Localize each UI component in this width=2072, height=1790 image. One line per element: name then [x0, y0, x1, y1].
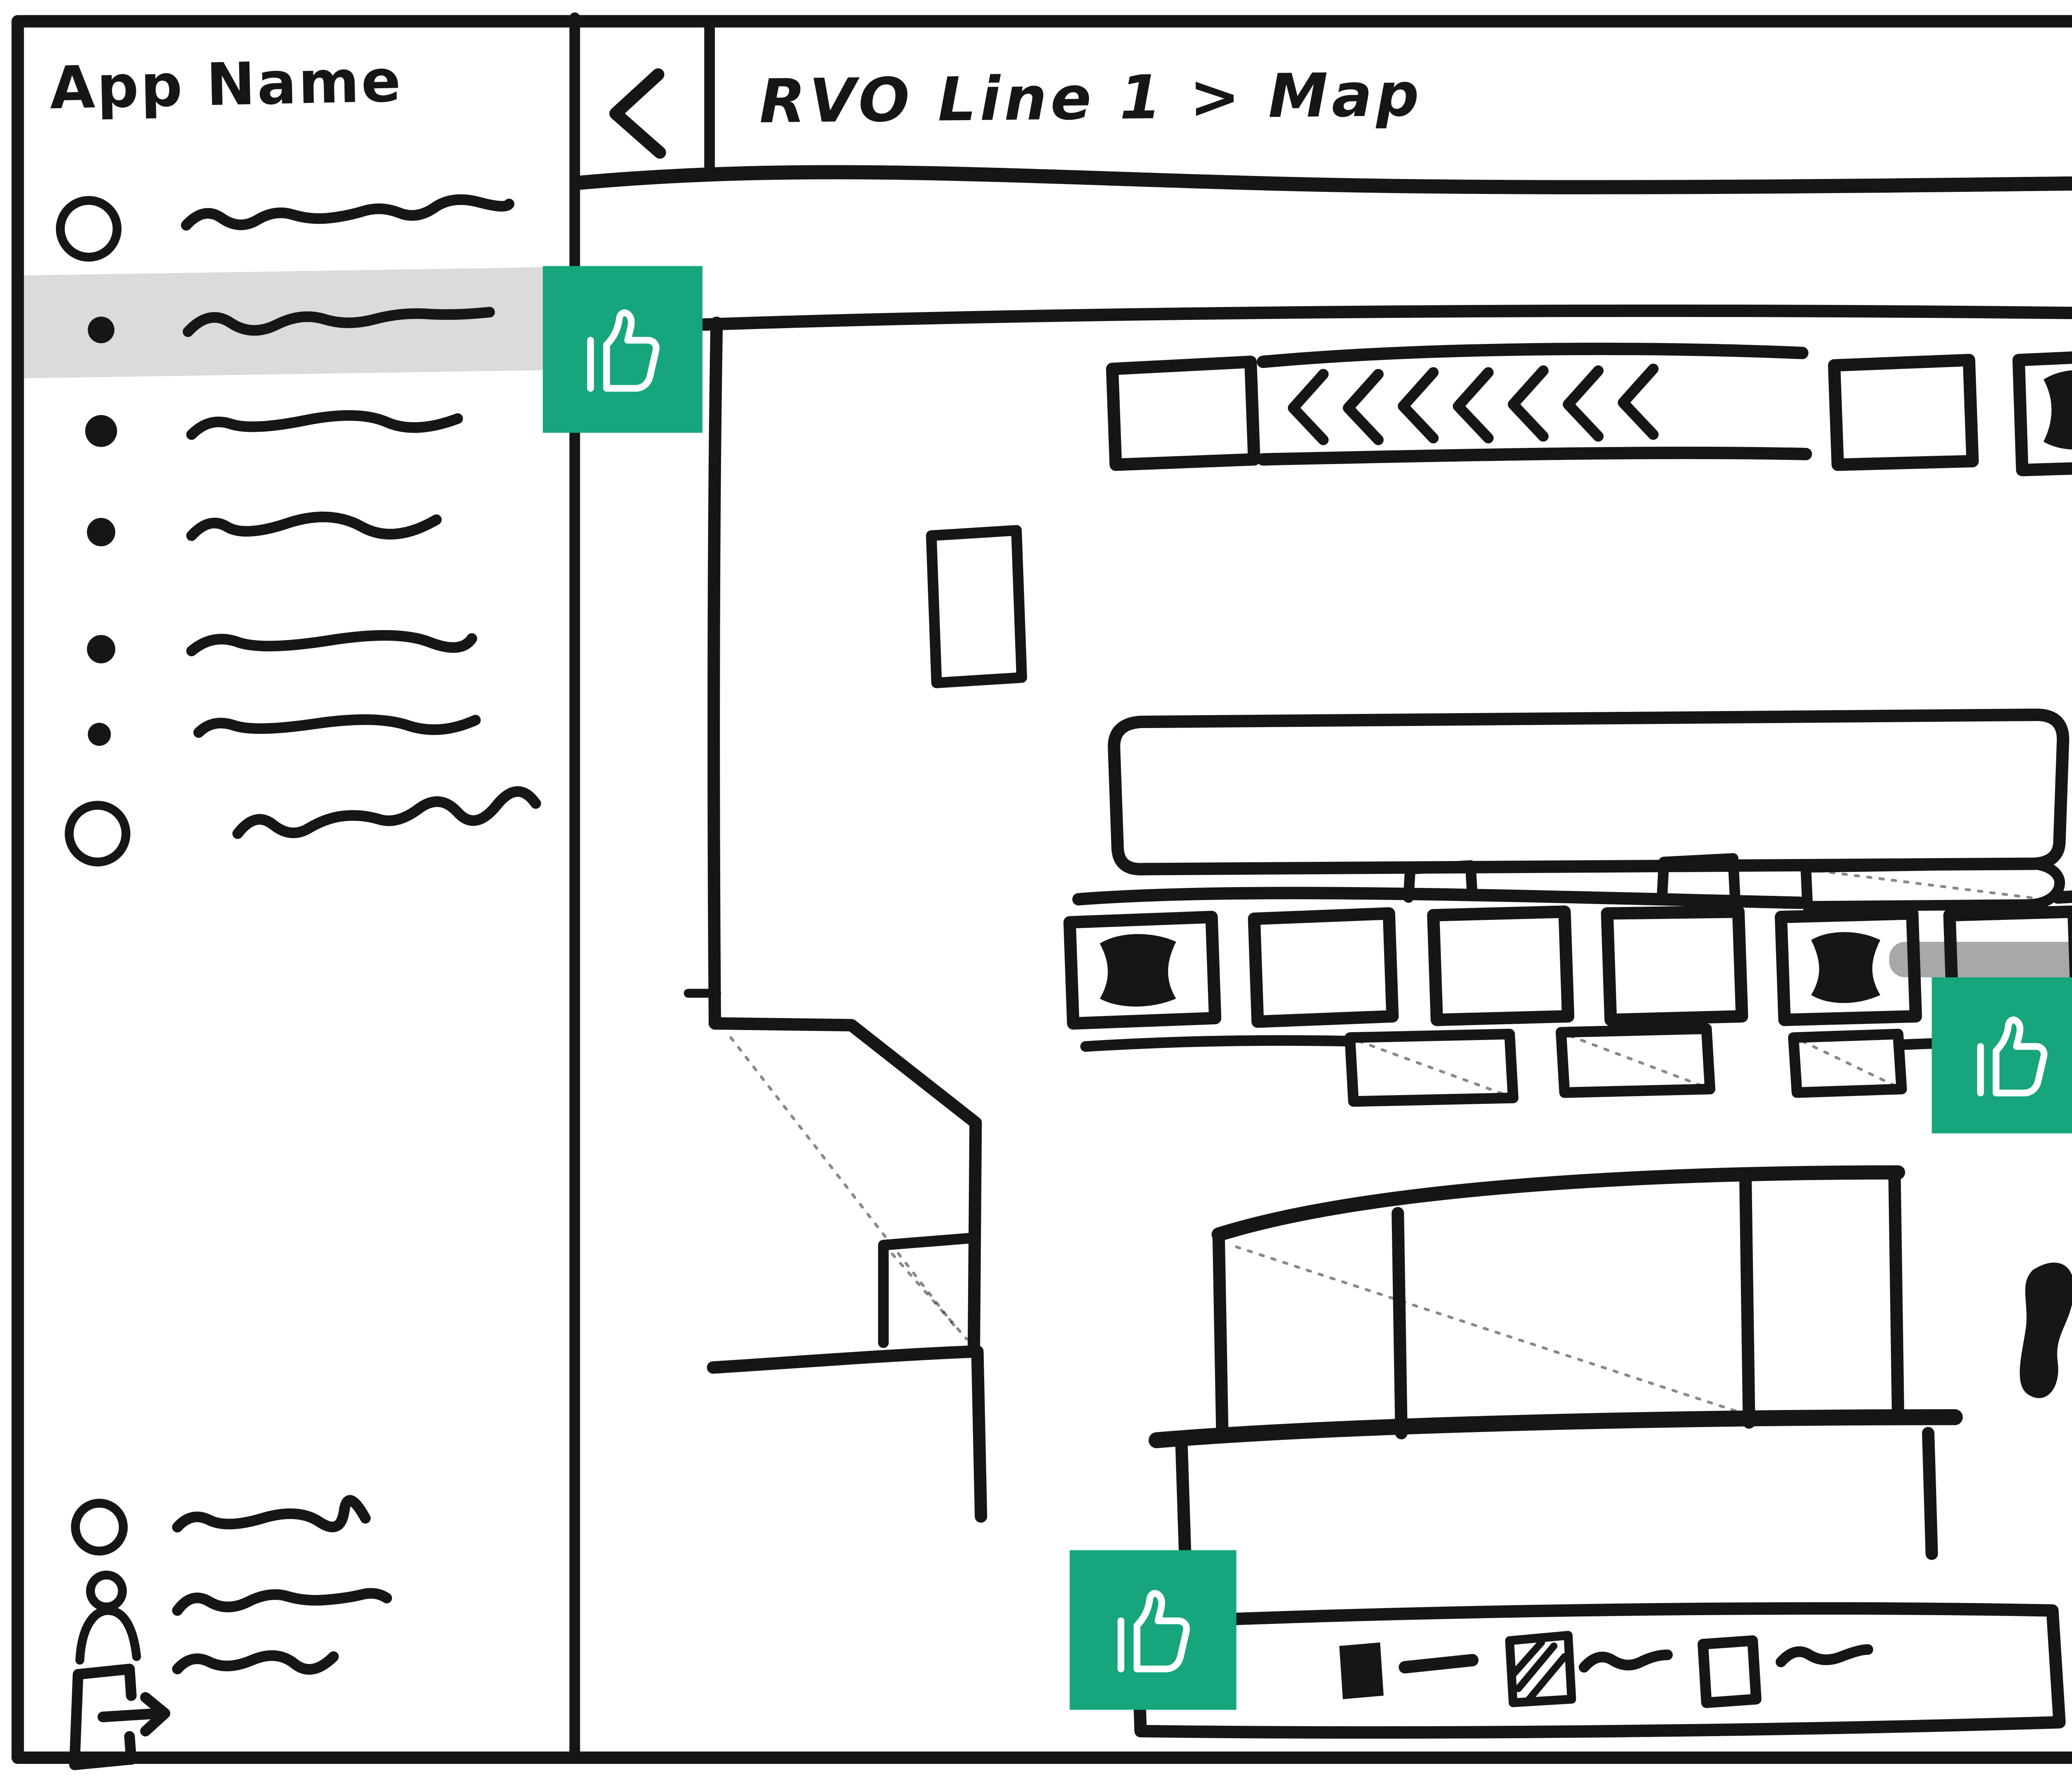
sidebar-item-2-selected[interactable]: [87, 312, 490, 343]
dot-icon: [87, 635, 116, 663]
annotation-badge-map-booth[interactable]: [1932, 977, 2072, 1134]
breadcrumb: RVO Line 1 > Map: [759, 60, 1423, 138]
legend-label-line: [1781, 1650, 1868, 1662]
annotation-badge-legend[interactable]: [1070, 1550, 1237, 1710]
small-square-room: [931, 530, 1021, 683]
logout-icon: [75, 1669, 165, 1765]
sidebar-item-7[interactable]: [69, 791, 536, 862]
legend-item-filled-icon: [1339, 1642, 1384, 1699]
thumbs-up-icon: [568, 291, 678, 408]
seating-structure: [1157, 1172, 1955, 1553]
sidebar-item-3[interactable]: [85, 415, 457, 447]
map-top-wall: [702, 311, 2072, 324]
platform-box-right: [1834, 360, 1973, 465]
escalator-chevrons-icon: [1293, 369, 1653, 440]
topbar-bottom-border: [580, 172, 2072, 187]
platform-box-left: [1112, 362, 1254, 464]
door-tab-1: [1409, 866, 1472, 897]
sidebar-item-5[interactable]: [87, 635, 472, 663]
app-name: App Name: [49, 46, 404, 123]
booth-2[interactable]: [1254, 914, 1392, 1022]
dotted-booth-1: [1350, 1034, 1513, 1102]
sidebar-item-6[interactable]: [87, 720, 475, 746]
dot-icon: [85, 415, 117, 447]
sidebar-footer-item-2[interactable]: [80, 1575, 387, 1660]
thumbs-up-icon: [1098, 1575, 1208, 1685]
booth-5[interactable]: [1781, 914, 1916, 1020]
ramp-strip: [1806, 864, 2060, 907]
map-canvas[interactable]: [688, 311, 2072, 1732]
below-line-left: [1086, 1040, 1348, 1046]
legend-item-outline-icon: [1703, 1641, 1756, 1703]
circle-icon: [75, 1503, 123, 1551]
dot-icon: [87, 317, 115, 343]
legend-label-line: [1405, 1660, 1472, 1667]
sidebar-footer-item-1[interactable]: [75, 1500, 366, 1551]
chevron-left-icon: [615, 75, 660, 152]
map-legend-bar: [1137, 1609, 2060, 1732]
side-room: [713, 1023, 981, 1517]
pillar: [2019, 1263, 2072, 1398]
sidebar-item-4[interactable]: [87, 517, 436, 547]
dot-icon: [87, 518, 116, 547]
booth-4[interactable]: [1607, 912, 1742, 1020]
elevator-block-icon: [2043, 370, 2072, 450]
circle-icon: [69, 805, 126, 862]
window-frame: [18, 18, 2072, 1758]
elevator-box-top: [2019, 355, 2072, 470]
booth-1[interactable]: [1070, 917, 1215, 1023]
escalator-walkway: [1263, 349, 1806, 460]
ramp-right-edge: [2057, 892, 2072, 897]
map-left-wall: [714, 323, 716, 1023]
elevator-block-icon: [1099, 934, 1176, 1007]
circle-icon: [61, 201, 117, 257]
annotation-badge-sidebar[interactable]: [542, 266, 703, 433]
door-tab-2: [1662, 859, 1735, 896]
thumbs-up-icon: [1958, 1000, 2065, 1110]
back-button[interactable]: [615, 75, 660, 152]
central-hall: [1114, 715, 2063, 869]
dotted-booth-2: [1561, 1029, 1710, 1093]
sidebar-footer-item-3[interactable]: [75, 1656, 334, 1765]
legend-label-line: [1584, 1655, 1668, 1667]
legend-box: [1137, 1609, 2060, 1732]
dotted-booth-3: [1794, 1034, 1902, 1093]
dot-icon: [87, 723, 111, 746]
person-icon: [80, 1575, 137, 1660]
legend-item-hatched-icon: [1510, 1635, 1572, 1703]
hall-lower-edge: [1079, 893, 1801, 903]
elevator-block-icon: [1811, 932, 1881, 1003]
booth-3[interactable]: [1433, 912, 1568, 1020]
sidebar-item-1[interactable]: [61, 200, 509, 257]
